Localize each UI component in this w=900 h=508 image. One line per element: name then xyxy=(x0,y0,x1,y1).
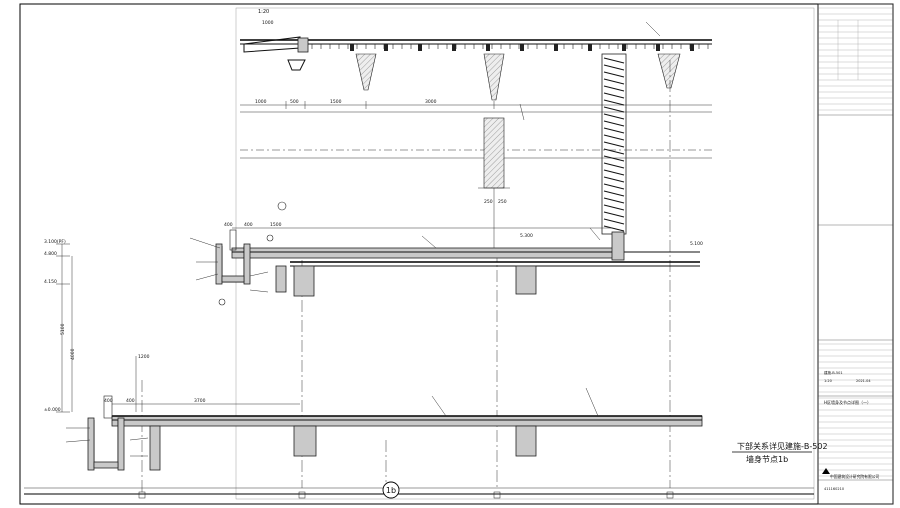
louvre-screen xyxy=(601,53,627,235)
upper-slab: 1500 400 400 1000 5.300 5.100 xyxy=(215,20,703,297)
elevation-label: ±0.000 xyxy=(44,407,61,413)
dim-text: 500 xyxy=(290,99,299,105)
title-block: H区墙身及节点详图（一） 1:20 2021-04 建施-B-501 中国建筑设… xyxy=(817,3,894,505)
dim-text: 1000 xyxy=(255,99,267,105)
dim-text: 400 xyxy=(126,398,135,404)
grid-label: 1b xyxy=(386,486,396,495)
scale-value: 1:20 xyxy=(824,379,832,383)
roof-dimensions: 1000 500 1500 3000 xyxy=(240,99,712,159)
annotation-leaders xyxy=(65,21,661,457)
grid-bubble-1b: 1b xyxy=(382,481,400,499)
dim-text: 3700 xyxy=(194,398,206,404)
dim-text: 400 xyxy=(104,398,113,404)
elevation-label: 4.800 xyxy=(44,251,57,257)
elevation-label: 3.100(PF) xyxy=(44,239,66,245)
dim-text: 4000 xyxy=(70,348,76,360)
dim-text: 1500 xyxy=(270,222,282,228)
dim-text: 1500 xyxy=(330,99,342,105)
svg-text:1:20: 1:20 xyxy=(258,9,269,15)
drawing-name: H区墙身及节点详图（一） xyxy=(824,399,871,405)
roof-canopy: 1:20 xyxy=(240,9,712,101)
dim-text: 250 xyxy=(484,199,493,205)
left-elevations: 3.100(PF) 4.800 4.150 ±0.000 5100 4000 1… xyxy=(44,239,150,413)
elevation-label: 5.100 xyxy=(690,241,703,247)
center-column: 250 250 xyxy=(478,117,510,248)
drawing-title: 下部关系详见建施-B-502 墙身节点1b xyxy=(732,441,828,464)
dim-text: 250 xyxy=(498,199,507,205)
dim-text: 1000 xyxy=(262,20,274,26)
dim-text: 1200 xyxy=(138,354,150,360)
title-sub: 墙身节点1b xyxy=(746,454,788,464)
grid-markers xyxy=(138,491,674,499)
elevation-label: 5.300 xyxy=(520,233,533,239)
dim-text: 400 xyxy=(224,222,233,228)
title-main: 下部关系详见建施-B-502 xyxy=(737,441,828,451)
date-value: 2021-04 xyxy=(856,379,871,383)
lower-slab: 400 400 3700 xyxy=(87,395,703,471)
dim-text: 5100 xyxy=(60,323,66,335)
elevation-label: 4.150 xyxy=(44,279,57,285)
sheet-number: 411160210 xyxy=(824,487,844,491)
dim-text: 3000 xyxy=(425,99,437,105)
project-number: 建施-B-501 xyxy=(824,370,843,375)
dim-text: 400 xyxy=(244,222,253,228)
company-name: 中国建筑设计研究院有限公司 xyxy=(830,474,880,479)
